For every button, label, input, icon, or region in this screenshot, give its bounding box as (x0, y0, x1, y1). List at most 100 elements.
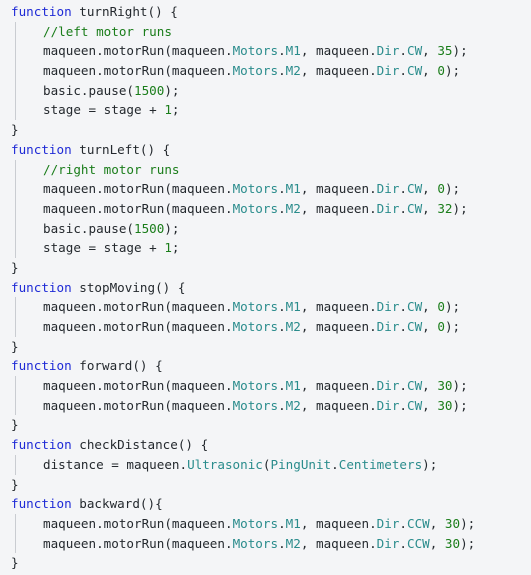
text-token: , (422, 63, 438, 79)
text-token: } (11, 476, 19, 492)
text-token: ); (452, 43, 468, 59)
type-token: Dir (376, 43, 400, 59)
text-token: ); (444, 181, 461, 197)
type-token: M1 (285, 378, 301, 394)
number-token: 30 (444, 535, 461, 551)
number-token: 0 (437, 63, 445, 79)
text-token: ); (460, 535, 476, 551)
type-token: Motors (232, 378, 279, 394)
text-token: . (399, 43, 407, 59)
indent-guide (15, 100, 16, 121)
code-line[interactable]: //right motor runs (0, 159, 531, 180)
text-token: maqueen.motorRun(maqueen. (43, 397, 233, 413)
number-token: 0 (437, 299, 445, 315)
type-token: Centimeters (338, 456, 423, 472)
indent-guide (15, 533, 16, 554)
keyword-token: function (11, 437, 72, 453)
keyword-token: function (11, 141, 72, 157)
type-token: Motors (232, 181, 279, 197)
text-token: . (278, 181, 286, 197)
code-line[interactable]: } (0, 415, 531, 435)
code-line[interactable]: basic.pause(1500); (0, 218, 531, 239)
code-line[interactable]: maqueen.motorRun(maqueen.Motors.M2, maqu… (0, 395, 531, 416)
type-token: M2 (285, 63, 301, 79)
code-line[interactable]: maqueen.motorRun(maqueen.Motors.M1, maqu… (0, 41, 531, 62)
text-token: backward(){ (71, 496, 163, 512)
code-line[interactable]: } (0, 553, 531, 573)
text-token: . (278, 535, 286, 551)
keyword-token: function (11, 496, 72, 512)
code-line[interactable]: maqueen.motorRun(maqueen.Motors.M2, maqu… (0, 533, 531, 554)
type-token: M2 (285, 200, 301, 216)
code-line[interactable]: maqueen.motorRun(maqueen.Motors.M1, maqu… (0, 376, 531, 396)
number-token: 1500 (134, 220, 165, 236)
type-token: M1 (285, 515, 301, 531)
text-token: maqueen.motorRun(maqueen. (43, 43, 233, 59)
text-token: . (399, 181, 407, 197)
indent-guide (15, 454, 16, 475)
text-token: maqueen.motorRun(maqueen. (43, 515, 233, 531)
text-token: ); (444, 319, 461, 334)
text-token: , (429, 535, 445, 551)
type-token: Dir (376, 515, 400, 531)
code-line[interactable]: //left motor runs (0, 21, 531, 42)
indent-guide (15, 80, 16, 101)
text-token: ); (460, 515, 476, 531)
type-token: CW (407, 200, 423, 216)
number-token: 1 (164, 102, 172, 118)
type-token: CW (407, 378, 423, 394)
code-line[interactable]: maqueen.motorRun(maqueen.Motors.M2, maqu… (0, 61, 531, 81)
code-line[interactable]: function checkDistance() { (0, 435, 531, 455)
text-token: . (399, 200, 407, 216)
type-token: Motors (232, 319, 279, 334)
code-line[interactable]: maqueen.motorRun(maqueen.Motors.M2, maqu… (0, 317, 531, 337)
type-token: M2 (285, 397, 301, 413)
text-token: . (278, 299, 286, 315)
text-token: . (278, 319, 286, 334)
code-line[interactable]: } (0, 258, 531, 278)
text-token: . (399, 319, 407, 334)
text-token: , (422, 200, 438, 216)
code-line[interactable]: function turnLeft() { (0, 140, 531, 160)
text-token: . (399, 515, 407, 531)
text-token: maqueen.motorRun(maqueen. (43, 200, 233, 216)
indent-guide (15, 21, 16, 42)
indent-guide (15, 198, 16, 219)
text-token: maqueen.motorRun(maqueen. (43, 378, 233, 394)
type-token: Dir (376, 397, 400, 413)
text-token: maqueen.motorRun(maqueen. (43, 63, 233, 79)
text-token: , maqueen. (300, 63, 377, 79)
text-token: forward() { (71, 358, 163, 374)
code-line[interactable]: stage = stage + 1; (0, 238, 531, 258)
indent-guide (15, 218, 16, 239)
text-token: } (11, 259, 19, 275)
code-line[interactable]: function turnRight() { (0, 2, 531, 22)
code-line[interactable]: function stopMoving() { (0, 278, 531, 298)
code-line[interactable]: function forward() { (0, 356, 531, 376)
text-token: ); (444, 63, 461, 79)
type-token: M1 (285, 43, 301, 59)
code-line[interactable]: maqueen.motorRun(maqueen.Motors.M1, maqu… (0, 179, 531, 199)
number-token: 1500 (134, 82, 165, 98)
number-token: 0 (437, 181, 445, 197)
code-line[interactable]: basic.pause(1500); (0, 80, 531, 101)
code-line[interactable]: } (0, 475, 531, 495)
code-line[interactable]: maqueen.motorRun(maqueen.Motors.M1, maqu… (0, 513, 531, 534)
text-token: , maqueen. (300, 515, 377, 531)
text-token: . (399, 378, 407, 394)
text-token: . (399, 397, 407, 413)
text-token: . (278, 63, 286, 79)
type-token: Motors (232, 299, 279, 315)
code-line[interactable]: stage = stage + 1; (0, 100, 531, 121)
code-line[interactable]: } (0, 120, 531, 140)
indent-guide (15, 297, 16, 317)
text-token: , (429, 515, 445, 531)
text-token: . (399, 299, 407, 315)
code-line[interactable]: function backward(){ (0, 494, 531, 514)
code-line[interactable]: } (0, 337, 531, 357)
text-token: , (422, 181, 438, 197)
code-line[interactable]: maqueen.motorRun(maqueen.Motors.M1, maqu… (0, 297, 531, 317)
code-line[interactable]: distance = maqueen.Ultrasonic(PingUnit.C… (0, 454, 531, 475)
code-line[interactable]: maqueen.motorRun(maqueen.Motors.M2, maqu… (0, 198, 531, 219)
